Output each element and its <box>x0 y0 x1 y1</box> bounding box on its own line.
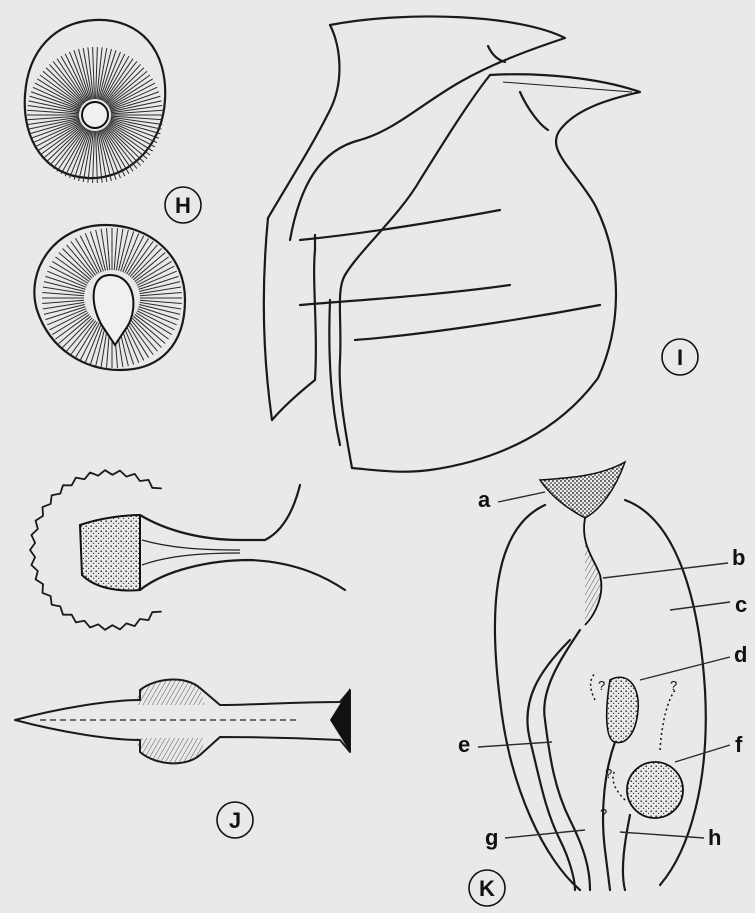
striation-line <box>132 249 162 279</box>
striation-line <box>65 129 88 176</box>
label-d: d <box>734 642 747 667</box>
panel-h-upper-disc <box>25 20 165 183</box>
panel-h-letter: H <box>175 193 191 218</box>
striation-line <box>132 318 162 348</box>
panel-i-label: I <box>662 339 698 375</box>
striation-line <box>63 249 93 279</box>
panel-h-label: H <box>165 187 201 223</box>
panel-j-label: J <box>217 802 253 838</box>
panel-j-figure <box>15 680 350 764</box>
striation-line <box>102 54 125 101</box>
panel-i-shell <box>264 16 640 471</box>
panel-j-letter: J <box>229 808 241 833</box>
panel-k-figure <box>495 462 706 890</box>
label-c: c <box>735 592 747 617</box>
label-f: f <box>735 732 743 757</box>
label-g: g <box>485 825 498 850</box>
striation-line <box>65 54 88 101</box>
question-mark: ? <box>605 766 612 781</box>
question-mark: ? <box>600 806 607 821</box>
panel-k-letter: K <box>479 876 495 901</box>
label-h: h <box>708 825 721 850</box>
question-mark: ? <box>598 678 605 693</box>
panel-h-lower-disc <box>34 225 185 370</box>
striation-line <box>102 129 125 176</box>
striation-line <box>63 318 93 348</box>
label-e: e <box>458 732 470 757</box>
panel-i-letter: I <box>677 345 683 370</box>
question-mark: ? <box>670 678 677 693</box>
disc-stalk-figure <box>30 470 345 630</box>
label-a: a <box>478 487 491 512</box>
panel-k-label: K <box>469 870 505 906</box>
label-b: b <box>732 545 745 570</box>
